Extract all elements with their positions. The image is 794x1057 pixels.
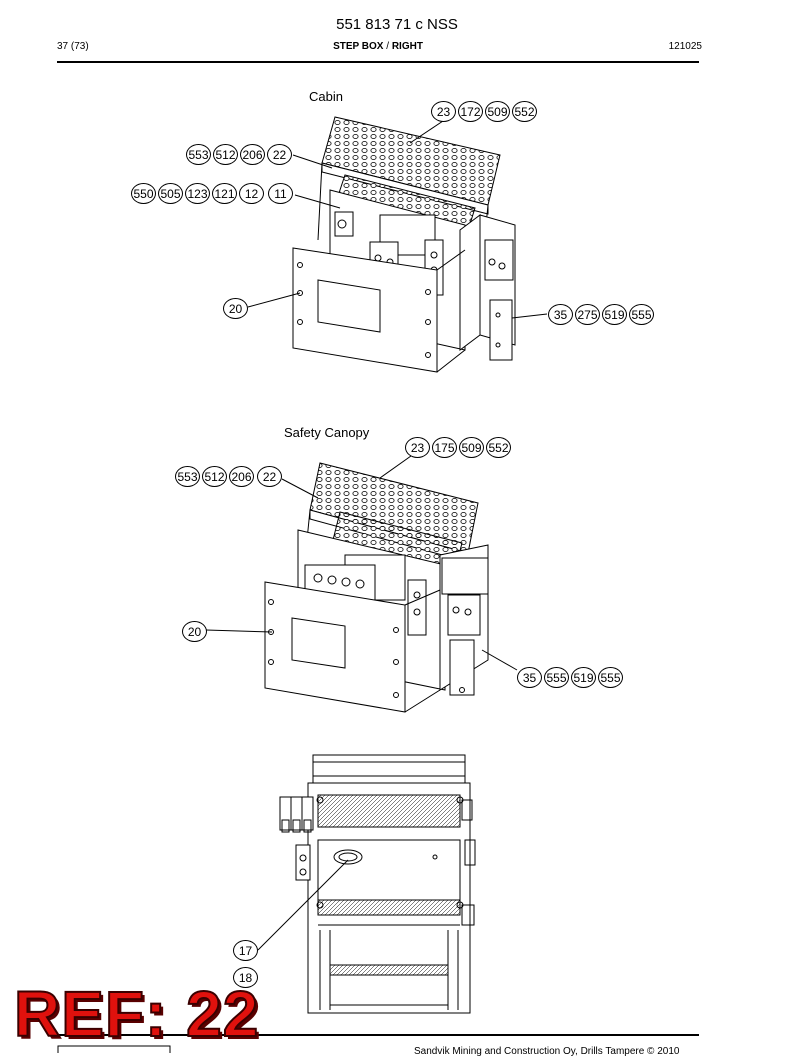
- part-callout: 509: [485, 101, 510, 122]
- part-callout: 553: [186, 144, 211, 165]
- part-callout: 18: [233, 967, 258, 988]
- part-callout: 23: [405, 437, 430, 458]
- safety-canopy-step-box-drawing: [205, 450, 518, 713]
- reference-stamp: REF: 22: [13, 978, 260, 1050]
- part-callout: 20: [182, 621, 207, 642]
- header-rule: [57, 61, 699, 63]
- part-callout: 512: [202, 466, 227, 487]
- part-callout: 519: [602, 304, 627, 325]
- part-callout: 23: [431, 101, 456, 122]
- document-title: 551 813 71 c NSS: [336, 16, 458, 33]
- part-callout: 22: [257, 466, 282, 487]
- part-callout: 553: [175, 466, 200, 487]
- part-callout: 552: [512, 101, 537, 122]
- part-callout: 550: [131, 183, 156, 204]
- part-callout: 35: [548, 304, 573, 325]
- part-callout: 206: [229, 466, 254, 487]
- view-label-cabin: Cabin: [309, 89, 343, 104]
- part-callout: 175: [432, 437, 457, 458]
- part-callout: 22: [267, 144, 292, 165]
- part-callout: 35: [517, 667, 542, 688]
- section-title: STEP BOX / RIGHT: [0, 41, 756, 52]
- part-callout: 555: [598, 667, 623, 688]
- part-callout: 555: [544, 667, 569, 688]
- part-callout: 505: [158, 183, 183, 204]
- top-view-drawing: [257, 754, 476, 1014]
- page-number: 37 (73): [57, 41, 89, 52]
- part-callout: 555: [629, 304, 654, 325]
- sandvik-logo-icon: [57, 1045, 171, 1053]
- footer-rule: [57, 1034, 699, 1036]
- section-side: RIGHT: [391, 41, 423, 52]
- view-label-safety-canopy: Safety Canopy: [284, 425, 370, 440]
- part-callout: 275: [575, 304, 600, 325]
- footer-copyright: Sandvik Mining and Construction Oy, Dril…: [414, 1046, 680, 1057]
- part-callout: 121: [212, 183, 237, 204]
- part-callout: 11: [268, 183, 293, 204]
- part-callout: 172: [458, 101, 483, 122]
- part-callout: 206: [240, 144, 265, 165]
- part-callout: 12: [239, 183, 264, 204]
- part-callout: 552: [486, 437, 511, 458]
- part-callout: 519: [571, 667, 596, 688]
- part-callout: 509: [459, 437, 484, 458]
- cabin-step-box-drawing: [247, 116, 548, 373]
- part-callout: 20: [223, 298, 248, 319]
- part-callout: 17: [233, 940, 258, 961]
- document-code: 121025: [668, 41, 702, 52]
- part-callout: 512: [213, 144, 238, 165]
- part-callout: 123: [185, 183, 210, 204]
- section-separator: /: [383, 41, 392, 52]
- section-main: STEP BOX: [333, 41, 384, 52]
